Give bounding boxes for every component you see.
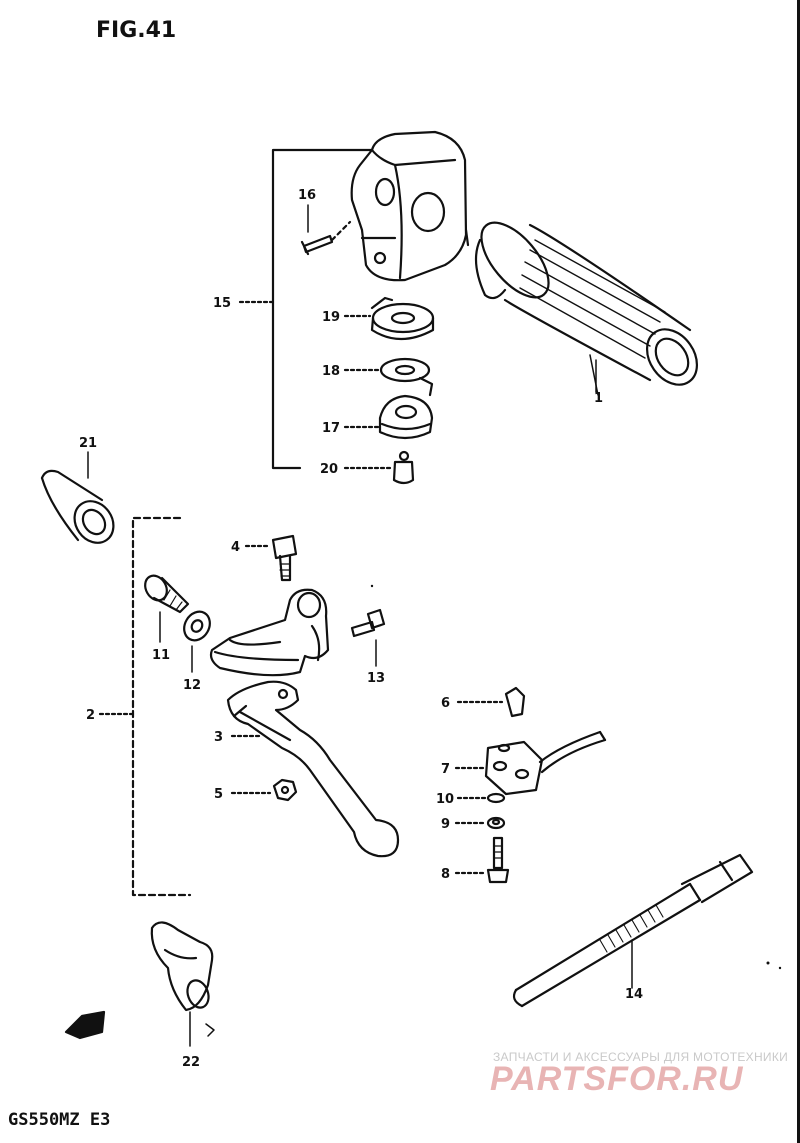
grip: [474, 221, 699, 396]
bracket-2: [98, 516, 192, 897]
callout-2: 2: [86, 708, 95, 723]
bracket-15: [238, 148, 374, 470]
callout-8: 8: [441, 867, 450, 882]
front-arrow-icon: [64, 1010, 106, 1040]
callout-labels: 1 2 3 4 5 6 7 8 9 10 11 12 13 14 15 16 1…: [79, 188, 643, 1070]
watermark-subtitle: ЗАПЧАСТИ И АКСЕССУАРЫ ДЛЯ МОТОТЕХНИКИ: [493, 1050, 789, 1064]
callout-22: 22: [182, 1055, 200, 1070]
callout-10: 10: [436, 792, 454, 807]
callout-13: 13: [367, 671, 385, 686]
callout-7: 7: [441, 762, 450, 777]
callout-5: 5: [214, 787, 223, 802]
screw-16: [300, 204, 352, 256]
callout-16: 16: [298, 188, 316, 203]
screw-13: [350, 608, 386, 667]
scan-specks: [370, 584, 782, 970]
cable-tie-14: [512, 853, 754, 1008]
callout-17: 17: [322, 421, 340, 436]
nut-5: [230, 778, 298, 802]
callout-11: 11: [152, 648, 170, 663]
switch-housing: [350, 130, 470, 282]
callout-1: 1: [594, 391, 603, 406]
switch-6: [456, 686, 526, 718]
washer-19: [343, 296, 435, 340]
washer-9: [454, 816, 506, 830]
callout-15: 15: [213, 296, 231, 311]
lever-3: [226, 680, 400, 858]
bolt-11: [144, 574, 190, 643]
watermark-brand: PARTSFOR.RU: [490, 1060, 744, 1098]
callout-20: 20: [320, 462, 338, 477]
frame-border: [797, 0, 800, 1143]
callout-4: 4: [231, 540, 240, 555]
bolt-4: [244, 534, 298, 582]
callout-18: 18: [322, 364, 340, 379]
callout-9: 9: [441, 817, 450, 832]
callout-3: 3: [214, 730, 223, 745]
callout-6: 6: [441, 696, 450, 711]
callout-19: 19: [322, 310, 340, 325]
washer-18: [343, 357, 434, 397]
washer-12: [183, 610, 211, 673]
nut-17: [343, 394, 434, 440]
lever-holder: [209, 588, 330, 677]
model-code: GS550MZ E3: [8, 1110, 111, 1130]
cover-21: [40, 451, 115, 544]
plug-20: [343, 450, 415, 485]
figure-title: FIG.41: [96, 18, 177, 43]
callout-14: 14: [625, 987, 643, 1002]
callout-21: 21: [79, 436, 97, 451]
callout-12: 12: [183, 678, 201, 693]
cover-22: [150, 921, 215, 1047]
screw-8: [454, 836, 510, 884]
washer-10: [456, 792, 506, 804]
clamp-7: [454, 730, 607, 796]
